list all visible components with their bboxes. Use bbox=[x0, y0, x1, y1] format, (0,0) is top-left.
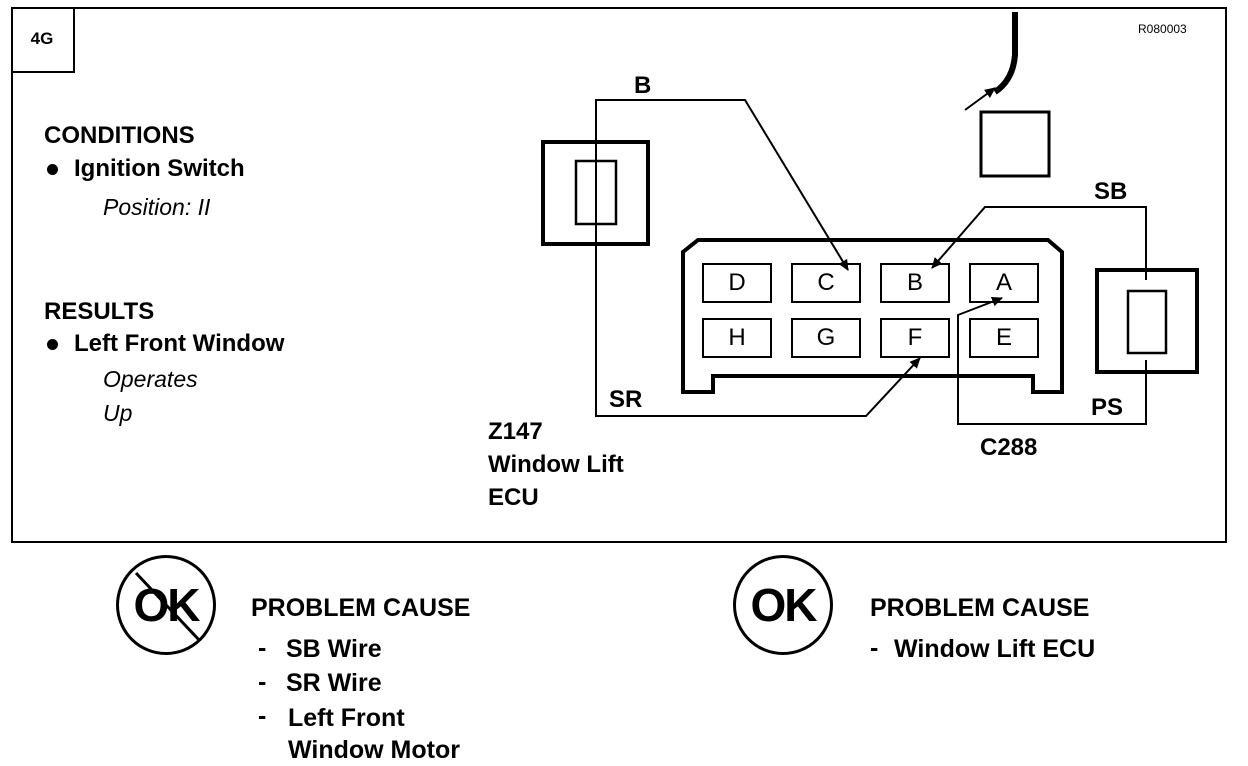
wire-label-sr: SR bbox=[609, 386, 643, 413]
wire-label-ps: PS bbox=[1091, 394, 1124, 421]
dash: - bbox=[258, 634, 267, 662]
conditions-detail: Position: II bbox=[103, 194, 211, 220]
pin-d: D bbox=[702, 263, 772, 303]
wire-sr bbox=[595, 232, 921, 417]
not-ok-heading: PROBLEM CAUSE bbox=[251, 594, 471, 622]
dash: - bbox=[870, 634, 879, 662]
not-ok-item-1: SB Wire bbox=[286, 635, 382, 663]
figure-code: R080003 bbox=[1138, 22, 1187, 36]
not-ok-icon: OK bbox=[116, 555, 216, 655]
wire-label-sb: SB bbox=[1094, 178, 1128, 205]
ok-icon: OK bbox=[733, 555, 833, 655]
pin-f: F bbox=[880, 318, 950, 358]
ecu-id: Z147 bbox=[488, 418, 543, 445]
connector-id: C288 bbox=[980, 434, 1038, 461]
results-heading: RESULTS bbox=[44, 298, 155, 325]
pin-e: E bbox=[969, 318, 1039, 358]
ecu-name-1: Window Lift bbox=[488, 451, 624, 478]
right-switch-body bbox=[1095, 268, 1199, 374]
bullet-icon bbox=[47, 164, 58, 175]
ok-heading: PROBLEM CAUSE bbox=[870, 594, 1090, 622]
results-detail-1: Operates bbox=[103, 366, 198, 392]
not-ok-item-4: Window Motor bbox=[288, 736, 460, 764]
probe-pointer bbox=[964, 87, 996, 111]
conditions-item: Ignition Switch bbox=[74, 155, 245, 182]
motor-box bbox=[979, 110, 1051, 178]
ecu-name-2: ECU bbox=[488, 484, 539, 511]
wire-b bbox=[595, 99, 849, 271]
results-detail-2: Up bbox=[103, 400, 133, 426]
diagram-frame bbox=[11, 7, 1227, 543]
wire-label-b: B bbox=[634, 72, 652, 99]
pin-g: G bbox=[791, 318, 861, 358]
conditions-heading: CONDITIONS bbox=[44, 122, 195, 149]
right-switch-slot bbox=[1126, 289, 1168, 355]
pin-h: H bbox=[702, 318, 772, 358]
probe-cable bbox=[993, 12, 1018, 95]
ok-symbol: OK bbox=[750, 579, 818, 631]
dash: - bbox=[258, 668, 267, 696]
wire-sb bbox=[931, 206, 1147, 280]
pin-a: A bbox=[969, 263, 1039, 303]
connector-housing bbox=[681, 238, 1064, 394]
ok-item-1: Window Lift ECU bbox=[894, 635, 1096, 663]
pin-c: C bbox=[791, 263, 861, 303]
results-item: Left Front Window bbox=[74, 330, 285, 357]
wire-ps bbox=[957, 296, 1147, 425]
dash: - bbox=[258, 702, 267, 730]
not-ok-item-3: Left Front bbox=[288, 704, 405, 732]
bullet-icon bbox=[47, 339, 58, 350]
figure-tag: 4G bbox=[11, 7, 75, 73]
pin-b: B bbox=[880, 263, 950, 303]
strike-icon bbox=[134, 571, 202, 643]
not-ok-item-2: SR Wire bbox=[286, 669, 382, 697]
